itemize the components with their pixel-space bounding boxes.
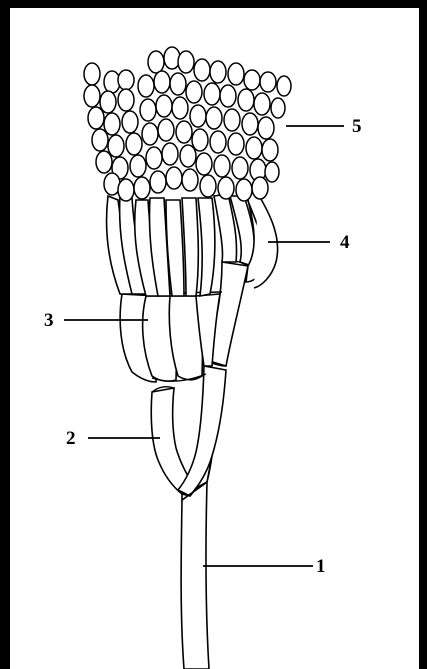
stipe [181, 482, 209, 669]
label-4: 4 [340, 232, 350, 253]
phialides [107, 194, 278, 296]
label-5: 5 [352, 116, 362, 137]
label-2: 2 [66, 428, 76, 449]
label-3: 3 [44, 310, 54, 331]
label-1: 1 [316, 556, 326, 577]
